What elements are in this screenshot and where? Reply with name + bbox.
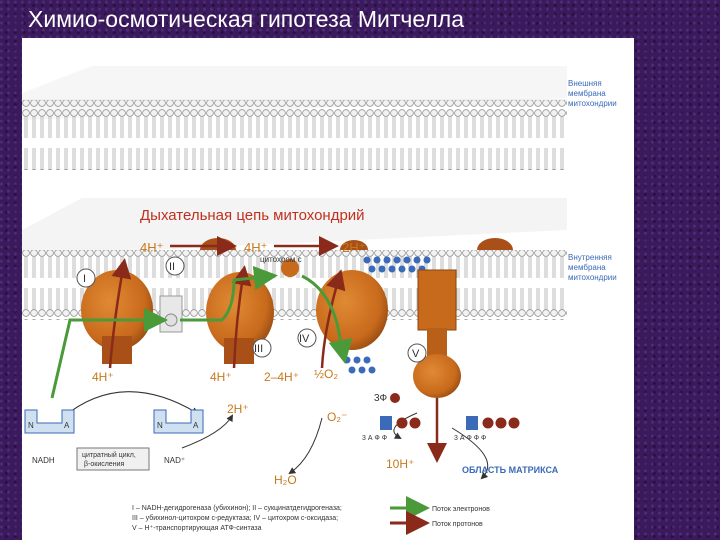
bottom-proton-1: 4H⁺ (92, 370, 114, 384)
inner-membrane-label: Внутренняя мембрана митохондрии (568, 253, 617, 282)
slide-title: Химио-осмотическая гипотеза Митчелла (28, 6, 465, 32)
proton-ions (343, 256, 431, 374)
citrate-cycle-box: цитратный цикл, β-окисления (76, 447, 150, 471)
complex-V (413, 269, 461, 398)
outer-membrane-label: Внешняя мембрана митохондрии (568, 79, 617, 108)
svg-text:V – H⁺-транспортирующая АТФ-си: V – H⁺-транспортирующая АТФ-синтаза (132, 525, 262, 532)
legend-electron: Поток электронов (390, 496, 490, 520)
svg-text:A: A (64, 421, 70, 430)
svg-text:III – убихинол-цитохром с-реду: III – убихинол-цитохром с-редуктаза; IV … (132, 514, 338, 522)
legend-text: I – NADH-дегидрогеназа (убихинон); II – … (132, 504, 342, 532)
top-proton-1: 4H⁺ (140, 240, 163, 255)
adp-group: 3 А Ф Ф (362, 416, 421, 442)
nad-box: N A (153, 409, 204, 434)
bottom-proton-2: 4H⁺ (210, 370, 232, 384)
complex-label-III: III (254, 343, 263, 355)
atp-group: 3 А Ф Ф Ф (454, 416, 520, 442)
oxygen-half: ½O₂ (314, 367, 338, 381)
chain-label: Дыхательная цепь митохондрий (140, 207, 365, 224)
svg-text:β-окисления: β-окисления (84, 461, 124, 468)
complex-label-V: V (412, 348, 420, 360)
complex-III (206, 272, 274, 364)
svg-text:мембрана: мембрана (568, 89, 606, 98)
phosphate-label: 3Ф (374, 393, 400, 404)
legend-proton: Поток протонов (390, 511, 483, 535)
nadh-label: NADH (32, 456, 55, 465)
svg-text:N: N (28, 421, 34, 430)
electron-flow-arrows (50, 265, 353, 399)
bottom-proton-3: 2–4H⁺ (264, 370, 299, 384)
two-h-label: 2H⁺ (227, 402, 249, 416)
svg-text:Поток протонов: Поток протонов (432, 521, 483, 528)
svg-text:A: A (193, 421, 199, 430)
svg-text:митохондрии: митохондрии (568, 99, 617, 108)
nad-label: NAD⁺ (164, 456, 185, 465)
superoxide-label: O₂⁻ (327, 410, 347, 424)
svg-text:митохондрии: митохондрии (568, 273, 617, 282)
reaction-arrows (61, 391, 489, 480)
nadh-box: N A (24, 409, 75, 434)
top-proton-3: 2H⁺ (342, 240, 365, 255)
top-proton-2: 4H⁺ (244, 240, 267, 255)
svg-text:Внешняя: Внешняя (568, 79, 602, 88)
mitochondria-diagram: Внешняя мембрана митохондрии Внутренняя … (22, 38, 634, 540)
complex-label-IV: IV (299, 333, 310, 345)
complex-label-II: II (169, 261, 175, 273)
outer-membrane (22, 66, 567, 170)
complex-label-I: I (83, 273, 86, 285)
ten-h-label: 10H⁺ (386, 457, 414, 471)
svg-text:Поток электронов: Поток электронов (432, 506, 490, 513)
svg-text:3Ф: 3Ф (374, 393, 388, 404)
svg-text:3 А Ф Ф: 3 А Ф Ф (362, 435, 387, 442)
complex-II (159, 295, 183, 333)
svg-text:мембрана: мембрана (568, 263, 606, 272)
svg-text:N: N (157, 421, 163, 430)
cytochrome-c-label: цитохром с (260, 255, 302, 264)
svg-text:I – NADH-дегидрогеназа (убихин: I – NADH-дегидрогеназа (убихинон); II – … (132, 504, 342, 512)
water-label: H₂O (274, 473, 297, 487)
matrix-label: ОБЛАСТЬ МАТРИКСА (462, 465, 559, 475)
proton-flow-arrows (108, 236, 447, 463)
svg-text:Внутренняя: Внутренняя (568, 253, 612, 262)
svg-text:3 А Ф Ф Ф: 3 А Ф Ф Ф (454, 435, 486, 442)
svg-text:цитратный цикл,: цитратный цикл, (82, 451, 136, 459)
